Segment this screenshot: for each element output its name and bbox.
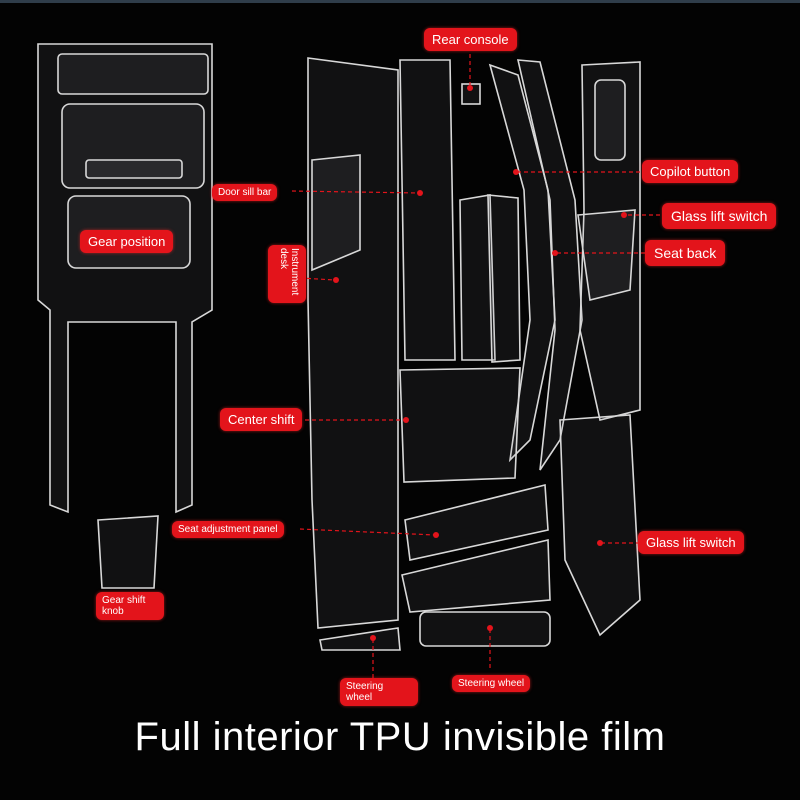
top-border [0, 0, 800, 3]
dot-door-sill [417, 190, 423, 196]
label-instrument-desk: Instrument desk [268, 245, 306, 303]
label-gear-position: Gear position [80, 230, 174, 253]
label-steering-wheel-right: Steering wheel [452, 675, 531, 692]
label-gear-shift-knob: Gear shift knob [96, 592, 164, 620]
steering-film-right [419, 611, 551, 647]
label-center-shift: Center shift [220, 408, 303, 431]
dot-glass-bottom [597, 540, 603, 546]
steering-film-left [319, 627, 401, 651]
lower-door-panel [559, 414, 641, 637]
dot-seat-adjust [433, 532, 439, 538]
dot-copilot [513, 169, 519, 175]
label-steering-wheel-left: Steering wheel [340, 678, 418, 706]
label-rear-console: Rear console [424, 28, 517, 51]
product-caption: Full interior TPU invisible film [134, 715, 666, 759]
label-seat-back: Seat back [645, 240, 726, 266]
label-door-sill-bar: Door sill bar [212, 184, 278, 201]
leader-instrument [299, 277, 336, 281]
strip-a [399, 59, 456, 361]
console-slot-top [57, 53, 209, 95]
dot-steering-left [370, 635, 376, 641]
dot-instrument [333, 277, 339, 283]
center-console-film-outline [37, 43, 213, 514]
dot-steering-right [487, 625, 493, 631]
seat-adjust-film-1 [404, 483, 549, 561]
leader-door-sill [291, 190, 421, 194]
dot-center-shift [403, 417, 409, 423]
strip-b [459, 194, 496, 361]
seat-adjust-film-2 [401, 538, 551, 613]
label-glass-lift-switch-top: Glass lift switch [662, 203, 777, 229]
dot-glass-top [621, 212, 627, 218]
strip-small [461, 83, 481, 105]
gear-knob-film [97, 515, 159, 589]
console-slot-inner [85, 159, 183, 179]
label-glass-lift-switch-bottom: Glass lift switch [638, 531, 744, 554]
dot-seat-back [552, 250, 558, 256]
door-sill-cut [311, 154, 361, 272]
console-slot-upper [61, 103, 205, 189]
door-sill-film [307, 57, 399, 629]
curved-strip [488, 63, 556, 463]
seat-back-film [577, 209, 636, 301]
leader-seat-adjust [299, 528, 436, 536]
label-copilot-button: Copilot button [642, 160, 739, 183]
center-shift-film [399, 367, 521, 483]
strip-c [487, 194, 521, 363]
door-switch-top [594, 79, 626, 161]
dot-rear-console [467, 85, 473, 91]
label-seat-adjustment-panel: Seat adjustment panel [172, 521, 284, 538]
